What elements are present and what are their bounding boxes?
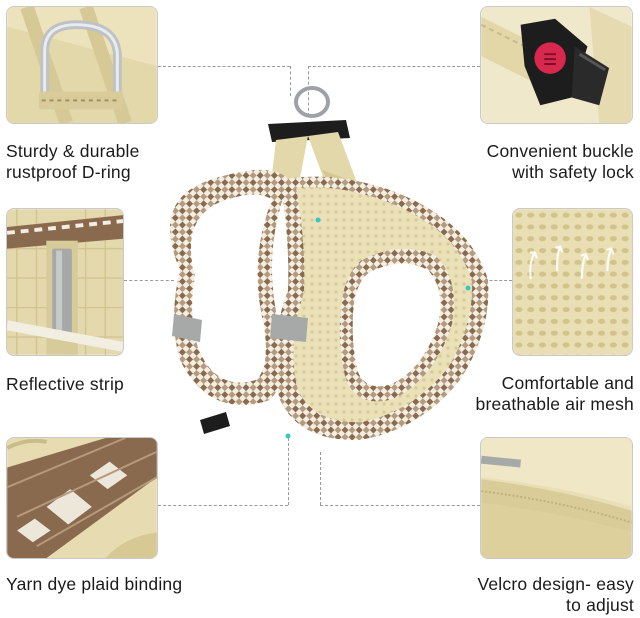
leader-plaid [158, 505, 288, 506]
buckle-label-line2: with safety lock [512, 162, 634, 182]
leader-buckle [308, 66, 480, 67]
buckle-label: Convenient buckle with safety lock [487, 141, 634, 183]
plaid-binding-photo [6, 437, 158, 559]
d-ring-label-line1: Sturdy & durable [6, 141, 140, 161]
harness-photo [140, 80, 500, 460]
leader-d-ring-drop [290, 66, 291, 96]
mesh-label: Comfortable and breathable air mesh [476, 373, 634, 415]
air-mesh-photo [512, 208, 633, 356]
reflective-strip-photo [6, 208, 124, 356]
leader-mesh [470, 280, 512, 281]
plaid-label-line1: Yarn dye plaid binding [6, 574, 183, 594]
d-ring-photo [6, 6, 158, 124]
velcro-label-line2: to adjust [566, 595, 634, 615]
leader-velcro-rise [320, 452, 321, 505]
velcro-photo [480, 437, 633, 559]
d-ring-label: Sturdy & durable rustproof D-ring [6, 141, 140, 183]
reflective-label-line1: Reflective strip [6, 374, 124, 394]
velcro-label-line1: Velcro design- easy [477, 574, 634, 594]
leader-buckle-drop [308, 66, 309, 116]
d-ring-label-line2: rustproof D-ring [6, 162, 131, 182]
leader-d-ring [158, 66, 290, 67]
reflective-label: Reflective strip [6, 374, 124, 395]
mesh-label-line1: Comfortable and [501, 373, 634, 393]
buckle-photo [480, 6, 633, 124]
leader-plaid-rise [288, 438, 289, 505]
buckle-label-line1: Convenient buckle [486, 141, 634, 161]
velcro-label: Velcro design- easy to adjust [477, 574, 634, 616]
leader-reflective [124, 280, 174, 281]
leader-velcro [320, 505, 480, 506]
plaid-label: Yarn dye plaid binding [6, 574, 182, 595]
mesh-label-line2: breathable air mesh [475, 394, 634, 414]
